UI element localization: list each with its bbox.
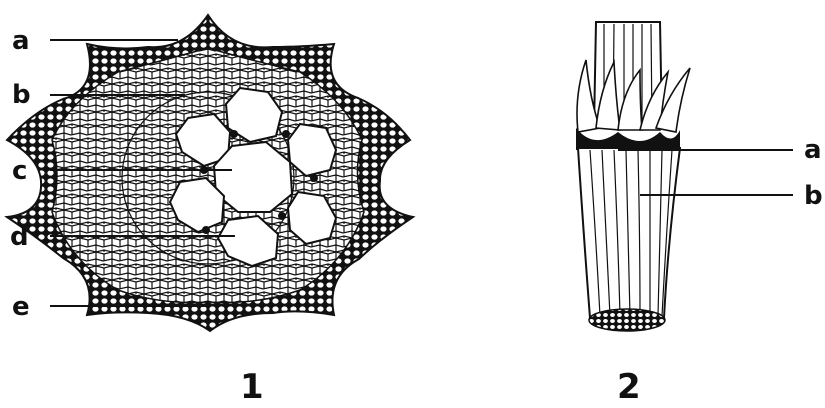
label-2a: a bbox=[804, 135, 822, 165]
figure-2-stem-segment: a b 2 bbox=[576, 22, 823, 407]
label-1d: d bbox=[10, 222, 29, 252]
label-1e: e bbox=[12, 292, 30, 322]
label-2b: b bbox=[804, 181, 823, 211]
stem-base-cross-cut bbox=[589, 309, 665, 331]
label-1b: b bbox=[12, 80, 31, 110]
figure-1-number: 1 bbox=[240, 367, 264, 407]
figure-2-number: 2 bbox=[617, 367, 641, 407]
label-1c: c bbox=[12, 156, 27, 186]
figure-1-cross-section: a b c d e 1 bbox=[7, 15, 413, 407]
label-1a: a bbox=[12, 26, 30, 56]
